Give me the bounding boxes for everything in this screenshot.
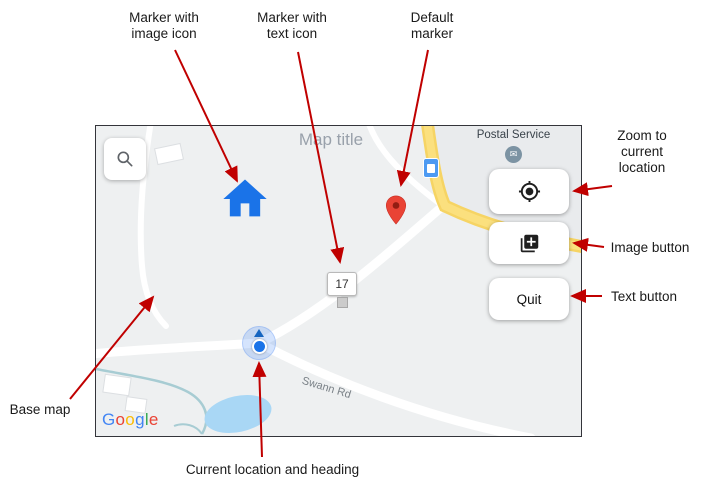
add-image-icon	[520, 234, 538, 252]
google-letter: g	[135, 410, 145, 429]
annotation-zoom-to-current-location: Zoom to current location	[617, 128, 667, 176]
transit-icon-glyph	[427, 163, 435, 173]
annotation-image-button: Image button	[610, 240, 690, 255]
home-icon	[223, 179, 267, 217]
map-canvas[interactable]: Map title Postal Service ✉ 17	[95, 125, 582, 437]
map-title: Map title	[298, 130, 364, 149]
text-button-quit[interactable]: Quit	[489, 278, 569, 320]
google-logo: Google	[102, 410, 159, 430]
google-letter: l	[144, 410, 149, 429]
image-marker-home[interactable]	[219, 173, 271, 225]
current-location-indicator	[242, 326, 276, 360]
text-marker-value: 17	[335, 277, 349, 291]
text-marker[interactable]: 17	[327, 272, 357, 296]
location-dot	[251, 339, 267, 354]
google-letter: o	[125, 410, 136, 429]
poi-postal-service-label: Postal Service	[476, 129, 551, 141]
search-icon	[117, 151, 133, 167]
annotation-text-button: Text button	[610, 289, 678, 304]
google-letter: G	[102, 410, 116, 429]
postal-icon: ✉	[505, 146, 522, 163]
text-marker-anchor	[337, 297, 348, 308]
annotation-current-location: Current location and heading	[185, 462, 360, 477]
annotation-marker-text-icon: Marker with text icon	[257, 10, 327, 42]
annotation-marker-image-icon: Marker with image icon	[129, 10, 199, 42]
image-button[interactable]	[489, 222, 569, 264]
annotation-base-map: Base map	[9, 402, 71, 417]
transit-station-icon	[423, 158, 439, 178]
heading-arrow-icon	[254, 329, 264, 337]
google-letter: e	[148, 410, 159, 429]
map-pin-icon	[385, 195, 407, 225]
search-button[interactable]	[104, 138, 146, 180]
google-letter: o	[115, 410, 126, 429]
crosshair-icon	[518, 180, 540, 203]
annotation-default-marker: Default marker	[410, 10, 454, 42]
zoom-to-location-button[interactable]	[489, 169, 569, 214]
default-marker-pin[interactable]	[383, 192, 409, 228]
